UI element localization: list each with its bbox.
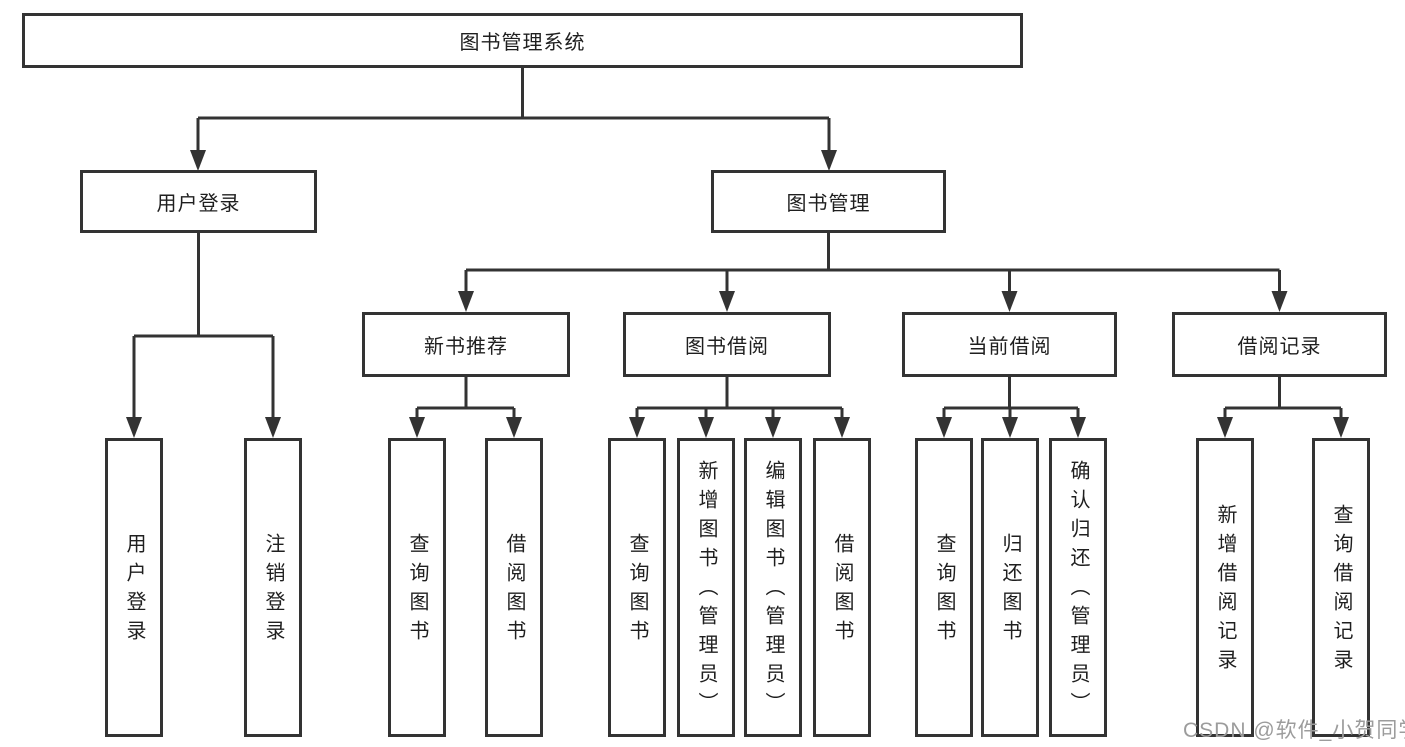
leaf-user-login: 用户登录 (105, 438, 163, 737)
leaf-borrow-books-recommend: 借阅图书 (485, 438, 543, 737)
leaf-query-books-current: 查询图书 (915, 438, 973, 737)
leaf-add-borrow-record: 新增借阅记录 (1196, 438, 1254, 737)
node-new-book-recommend: 新书推荐 (362, 312, 570, 377)
leaf-borrow-books-borrowing: 借阅图书 (813, 438, 871, 737)
node-borrowing-records: 借阅记录 (1172, 312, 1387, 377)
leaf-confirm-return-admin: 确认归还（管理员） (1049, 438, 1107, 737)
leaf-edit-book-admin: 编辑图书（管理员） (744, 438, 802, 737)
node-book-management: 图书管理 (711, 170, 946, 233)
node-book-borrowing: 图书借阅 (623, 312, 831, 377)
node-current-borrowing: 当前借阅 (902, 312, 1117, 377)
node-system-root: 图书管理系统 (22, 13, 1023, 68)
leaf-query-books-borrowing: 查询图书 (608, 438, 666, 737)
node-user-login: 用户登录 (80, 170, 317, 233)
leaf-query-books-recommend: 查询图书 (388, 438, 446, 737)
csdn-watermark: CSDN @软件_小贺同学 (1183, 719, 1405, 742)
leaf-return-book: 归还图书 (981, 438, 1039, 737)
leaf-logout: 注销登录 (244, 438, 302, 737)
leaf-add-book-admin: 新增图书（管理员） (677, 438, 735, 737)
leaf-query-borrow-record: 查询借阅记录 (1312, 438, 1370, 737)
